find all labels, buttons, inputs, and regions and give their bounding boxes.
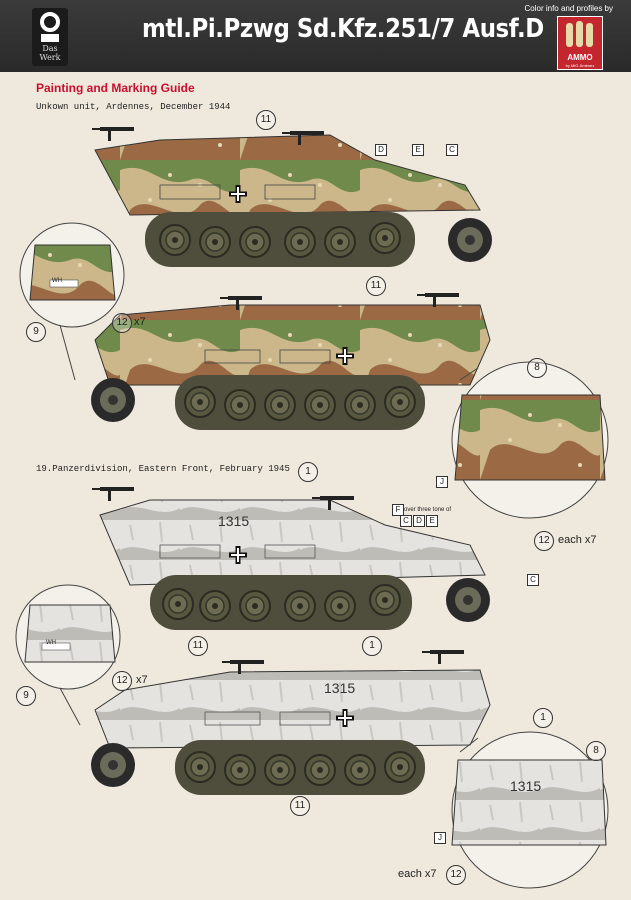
scheme1-letter-d: D xyxy=(375,144,387,156)
scheme1-callout-9: 9 xyxy=(26,322,46,342)
rear-inset-1 xyxy=(19,222,125,381)
scheme2-count-x7: x7 xyxy=(136,674,148,686)
rear-inset-3 xyxy=(15,584,121,726)
scheme1-letter-c: C xyxy=(446,144,458,156)
scheme2-callout-8: 8 xyxy=(586,741,606,761)
scheme2-letter-f: F xyxy=(392,504,404,516)
das-werk-mark-icon xyxy=(40,12,60,42)
scheme2-vehicle-number-b: 1315 xyxy=(324,680,356,696)
scheme2-plate-text: WH xyxy=(46,640,56,646)
scheme1-callout-11-b: 11 xyxy=(366,276,386,296)
profile-4-winter-left xyxy=(91,650,491,795)
scheme2-tone-note: over three tone of xyxy=(404,507,452,513)
scheme2-count-each-x7: each x7 xyxy=(398,868,437,880)
scheme2-callout-12-each: 12 xyxy=(446,865,466,885)
scheme2-callout-1-c: 1 xyxy=(533,708,553,728)
scheme2-callout-12: 12 xyxy=(112,671,132,691)
scheme2-letter-c-tone: C xyxy=(400,515,412,527)
ammo-brand-sub: by MiG Jiménez xyxy=(565,63,595,68)
scheme1-count-x7: x7 xyxy=(134,316,146,328)
das-werk-logo-icon: Das Werk xyxy=(32,8,68,66)
scheme1-callout-11-a: 11 xyxy=(256,110,276,130)
scheme1-caption: Unkown unit, Ardennes, December 1944 xyxy=(36,102,231,112)
header-bar: Das Werk mtl.Pi.Pzwg Sd.Kfz.251/7 Ausf.D… xyxy=(0,0,631,72)
scheme1-letter-e: E xyxy=(412,144,424,156)
scheme2-callout-1-a: 1 xyxy=(298,462,318,482)
profile-3-winter-right xyxy=(92,487,490,630)
scheme2-callout-11-a: 11 xyxy=(188,636,208,656)
scheme1-callout-8: 8 xyxy=(527,358,547,378)
scheme2-vehicle-number-rear: 1315 xyxy=(510,778,542,794)
profile-credit: Color info and profiles by xyxy=(524,4,614,13)
scheme2-letter-e: E xyxy=(426,515,438,527)
page-title: mtl.Pi.Pzwg Sd.Kfz.251/7 Ausf.D xyxy=(142,14,544,44)
scheme1-callout-12: 12 xyxy=(112,313,132,333)
scheme1-plate-text: WH xyxy=(52,278,62,284)
ammo-brand-name: AMMO xyxy=(567,53,593,62)
scheme1-letter-j: J xyxy=(436,476,448,488)
scheme2-letter-d: D xyxy=(413,515,425,527)
scheme2-callout-1-b: 1 xyxy=(362,636,382,656)
scheme1-callout-12-each: 12 xyxy=(534,531,554,551)
ammo-bottles-icon xyxy=(566,21,593,47)
scheme2-callout-9: 9 xyxy=(16,686,36,706)
scheme2-vehicle-number-a: 1315 xyxy=(218,513,250,529)
ammo-logo-icon: AMMO by MiG Jiménez xyxy=(557,16,603,70)
scheme2-callout-11-b: 11 xyxy=(290,796,310,816)
profile-1-camo-right xyxy=(92,127,492,267)
rear-inset-2 xyxy=(451,361,609,519)
scheme2-letter-c: C xyxy=(527,574,539,586)
das-werk-brand-text: Das Werk xyxy=(39,44,61,62)
guide-title: Painting and Marking Guide xyxy=(36,81,195,95)
scheme1-count-each-x7: each x7 xyxy=(558,534,597,546)
profile-2-camo-left xyxy=(91,293,491,430)
rear-inset-4 xyxy=(451,731,609,889)
scheme2-letter-j: J xyxy=(434,832,446,844)
scheme2-caption: 19.Panzerdivision, Eastern Front, Februa… xyxy=(36,464,290,474)
